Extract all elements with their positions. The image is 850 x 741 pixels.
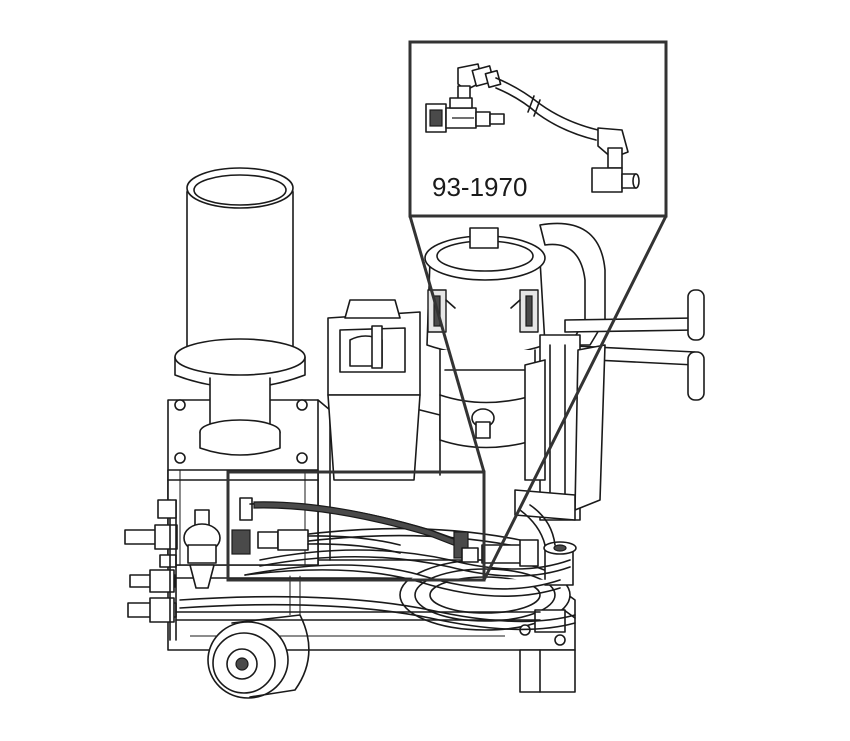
callout-leader-bottom: [482, 215, 668, 581]
callout-leader-top: [408, 215, 486, 473]
handle-frame: [514, 222, 705, 521]
wheel: [207, 614, 310, 699]
hose-bundle: [179, 504, 576, 631]
detail-area-frame: [226, 470, 486, 582]
housing-bolts: [174, 399, 308, 464]
part-number-label: 93-1970: [432, 172, 527, 202]
valve-manifold: [124, 499, 541, 641]
hopper-box: [327, 299, 441, 481]
hose-assembly-in-place: [231, 497, 539, 567]
filter-canister: [174, 167, 306, 456]
hose-kit-detail: [425, 63, 640, 193]
